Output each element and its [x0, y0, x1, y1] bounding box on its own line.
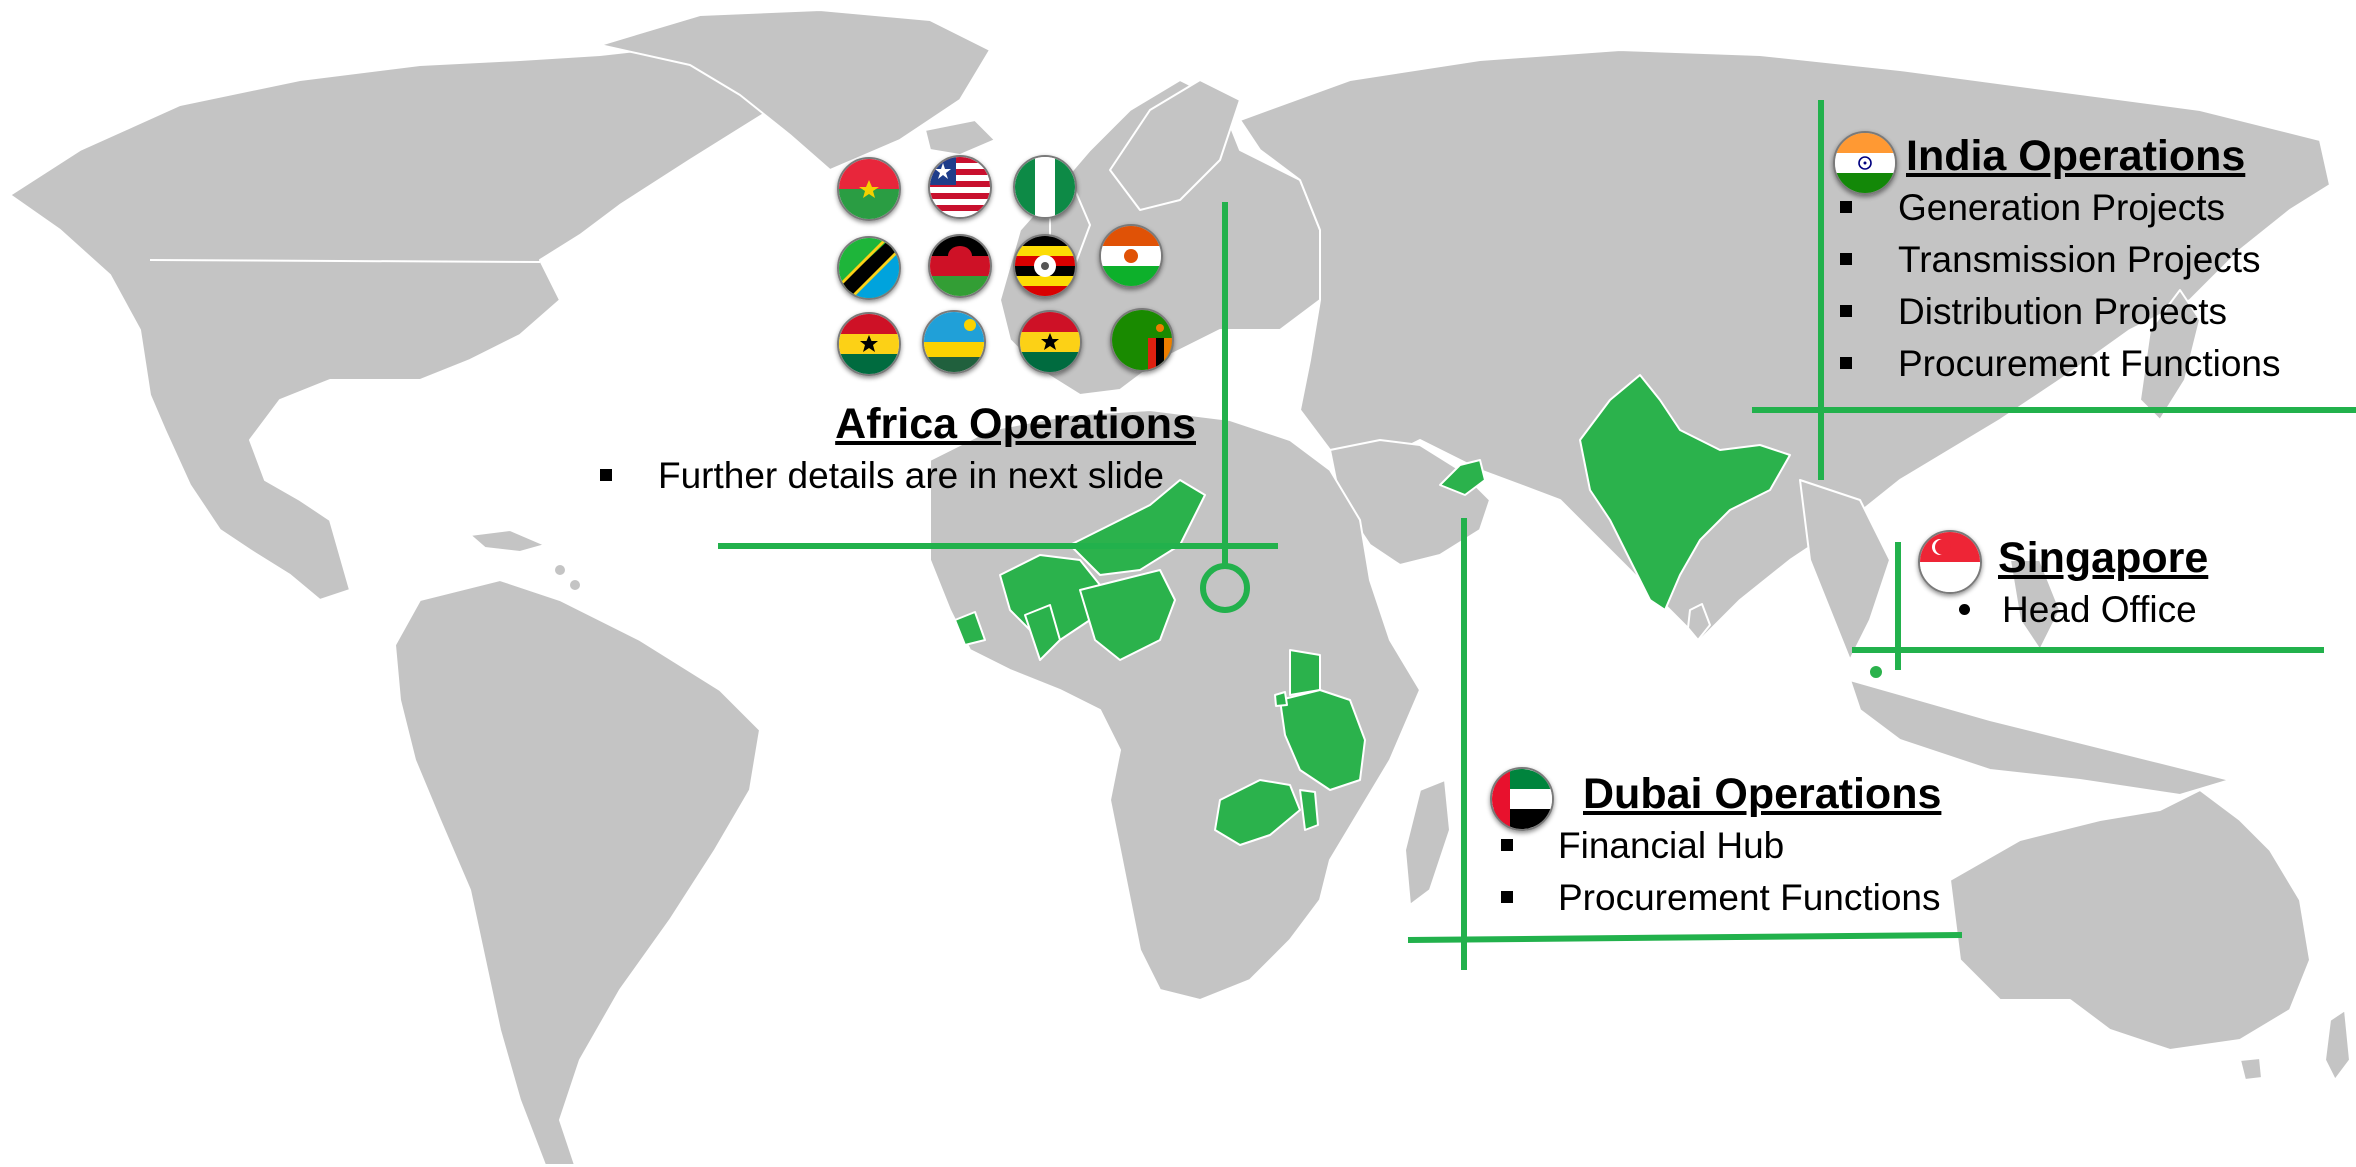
ghana-flag-2: [1018, 310, 1082, 374]
madagascar: [1404, 779, 1451, 906]
philippines: [2009, 559, 2061, 651]
list-item: Procurement Functions: [1840, 338, 2340, 390]
south-america: [394, 579, 761, 1166]
new-zealand: [2324, 1009, 2351, 1081]
rwanda-flag: [922, 310, 986, 374]
africa-operations-panel: Africa Operations Further details are in…: [590, 398, 1196, 502]
liberia-highlight: [954, 611, 986, 646]
india-highlight: [1579, 374, 1791, 611]
india-operations-list: Generation Projects Transmission Project…: [1840, 182, 2340, 390]
burkina-faso-flag: [837, 157, 901, 221]
list-item: Financial Hub: [1495, 820, 1995, 872]
dubai-operations-panel: Dubai Operations Financial Hub Procureme…: [1495, 768, 1995, 924]
india-operations-panel: India Operations Generation Projects Tra…: [1840, 130, 2340, 390]
africa-operations-title: Africa Operations: [835, 400, 1196, 448]
list-item: Transmission Projects: [1840, 234, 2340, 286]
singapore-title: Singapore: [1998, 534, 2209, 582]
sri-lanka: [1687, 603, 1711, 641]
ghana-highlight: [1024, 604, 1061, 661]
zambia-highlight: [1214, 779, 1301, 846]
rwanda-highlight: [1274, 691, 1288, 707]
indonesia: [1849, 679, 2231, 796]
tanzania-flag: [837, 236, 901, 300]
singapore-flag: [1918, 530, 1982, 594]
india-operations-title: India Operations: [1906, 132, 2246, 180]
list-item: Generation Projects: [1840, 182, 2340, 234]
list-item: Distribution Projects: [1840, 286, 2340, 338]
africa-operations-list: Further details are in next slide: [590, 450, 1196, 502]
uae-flag: [1490, 767, 1554, 831]
nigeria-highlight: [1079, 569, 1176, 661]
malawi-highlight: [1299, 789, 1319, 831]
uganda-highlight: [1289, 649, 1321, 696]
scandinavia: [1109, 79, 1241, 211]
southeast-asia: [1799, 479, 1891, 661]
niger-flag: [1099, 224, 1163, 288]
tanzania-highlight: [1279, 689, 1366, 791]
singapore-list: Head Office: [1959, 584, 2318, 636]
zambia-flag: [1110, 308, 1174, 372]
japan: [2139, 289, 2201, 421]
dubai-operations-title: Dubai Operations: [1583, 770, 1942, 818]
list-item: Head Office: [1959, 584, 2318, 636]
australia: [1949, 789, 2311, 1051]
malawi-flag: [928, 234, 992, 298]
india-flag: [1833, 131, 1897, 195]
uganda-flag: [1013, 234, 1077, 298]
liberia-flag: [928, 155, 992, 219]
list-item: Procurement Functions: [1495, 872, 1995, 924]
uae-highlight: [1439, 459, 1486, 496]
iceland: [924, 119, 996, 156]
north-america: [9, 39, 861, 601]
list-item: Further details are in next slide: [590, 450, 1196, 502]
ghana-flag: [837, 312, 901, 376]
nigeria-flag: [1013, 155, 1077, 219]
asia: [1239, 49, 2331, 641]
greenland: [599, 9, 991, 171]
niger-highlight: [1069, 479, 1206, 576]
singapore-panel: Singapore Head Office: [1959, 532, 2318, 636]
caribbean: [469, 529, 546, 553]
dubai-operations-list: Financial Hub Procurement Functions: [1495, 820, 1995, 924]
